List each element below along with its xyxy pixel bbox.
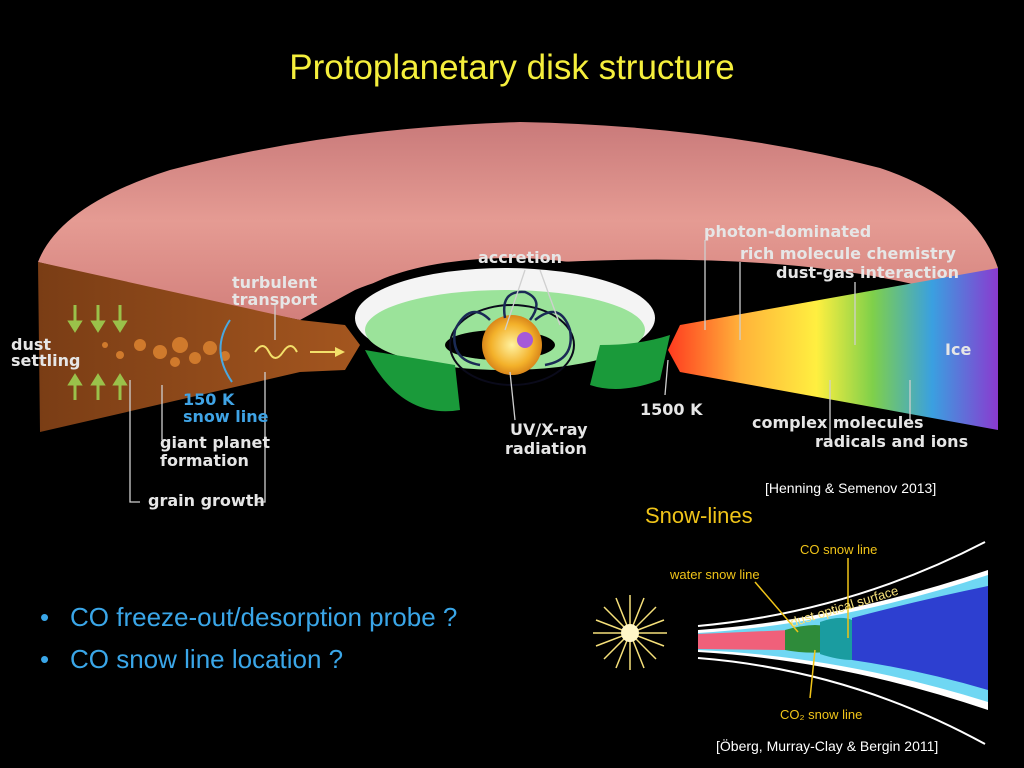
disk-structure-diagram: dust settling turbulent transport 150 K …: [11, 122, 998, 510]
label-dust: dust: [11, 335, 51, 354]
inner-rim-green: [365, 350, 460, 412]
bullet-item: •CO freeze-out/desorption probe ?: [40, 602, 458, 632]
bullet-list: •CO freeze-out/desorption probe ? •CO sn…: [40, 596, 457, 680]
label-radiation: radiation: [505, 439, 587, 458]
bullet-item: •CO snow line location ?: [40, 644, 344, 674]
citation-henning: [Henning & Semenov 2013]: [765, 480, 937, 496]
label-grain-growth: grain growth: [148, 491, 265, 510]
label-150k: 150 K: [183, 390, 235, 409]
label-1500k: 1500 K: [640, 400, 703, 419]
label-formation: formation: [160, 451, 249, 470]
right-cross-section: [668, 268, 998, 430]
label-water-snow-line: water snow line: [669, 567, 760, 582]
label-dust-gas: dust-gas interaction: [776, 263, 959, 282]
label-radicals-ions: radicals and ions: [815, 432, 968, 451]
slide-title: Protoplanetary disk structure: [289, 48, 735, 87]
label-co2-snow-line: CO₂ snow line: [780, 707, 862, 722]
label-uv-xray: UV/X-ray: [510, 420, 588, 439]
citation-oberg: [Öberg, Murray-Clay & Bergin 2011]: [716, 738, 939, 754]
label-snow-line: snow line: [183, 407, 269, 426]
label-transport: transport: [232, 290, 318, 309]
label-photon-dominated: photon-dominated: [704, 222, 871, 241]
snowlines-title: Snow-lines: [645, 503, 753, 528]
dust-grains: [102, 337, 230, 367]
label-ice: Ice: [945, 340, 971, 359]
label-giant-planet: giant planet: [160, 433, 270, 452]
label-rich-molecule: rich molecule chemistry: [740, 244, 957, 263]
label-accretion: accretion: [478, 248, 562, 267]
label-turbulent: turbulent: [232, 273, 318, 292]
snowlines-diagram: CO snow line water snow line dust optica…: [593, 541, 988, 745]
label-co-snow-line: CO snow line: [800, 542, 877, 557]
disk-upper-surface: [38, 122, 998, 320]
label-complex-molecules: complex molecules: [752, 413, 924, 432]
label-settling: settling: [11, 351, 80, 370]
